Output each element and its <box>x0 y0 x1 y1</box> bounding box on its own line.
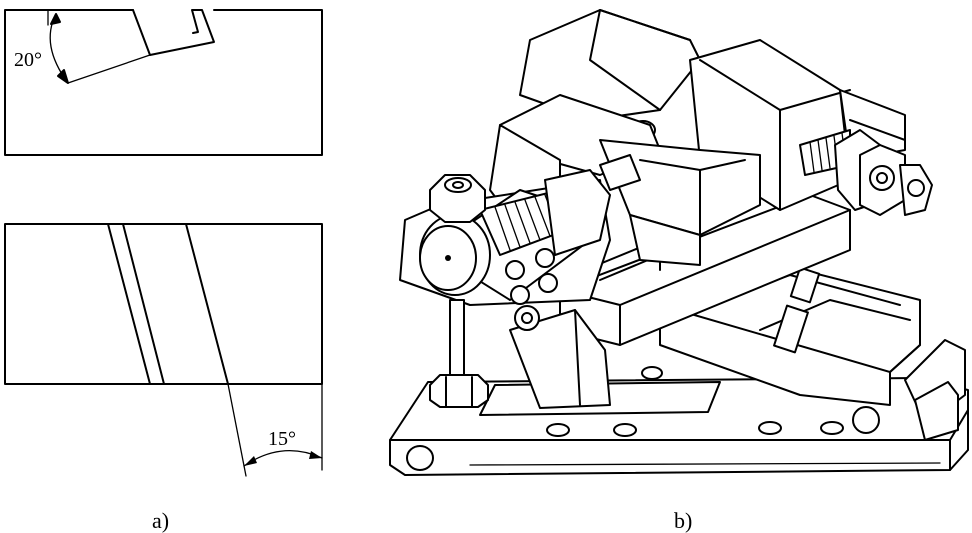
base-hole <box>820 421 844 435</box>
bottom-view-block: 15° <box>4 223 323 477</box>
hex-nut <box>429 374 489 408</box>
left-stud <box>429 174 489 408</box>
right-screw <box>799 129 933 216</box>
support-bracket <box>509 305 611 409</box>
caption-b: b) <box>674 508 692 533</box>
socket-hole <box>510 285 530 305</box>
pivot-pin <box>852 406 880 434</box>
figure-a: 20° 15° a) <box>4 9 323 533</box>
socket-hole <box>505 260 525 280</box>
angle-label-20: 20° <box>14 49 42 71</box>
t-slot-nut <box>773 304 809 354</box>
top-view-block: 20° <box>4 9 323 156</box>
base-hole <box>546 423 570 437</box>
vise-body <box>559 189 851 346</box>
socket-hole <box>535 248 555 268</box>
socket-hole <box>538 273 558 293</box>
base-hole <box>406 445 434 471</box>
angle-label-15: 15° <box>268 428 296 450</box>
base-hole <box>758 421 782 435</box>
base-hole <box>641 366 663 380</box>
base-hole <box>613 423 637 437</box>
figure-b-fixture: b) <box>389 9 969 533</box>
caption-a: a) <box>152 508 169 533</box>
t-slot-nut <box>789 266 821 304</box>
